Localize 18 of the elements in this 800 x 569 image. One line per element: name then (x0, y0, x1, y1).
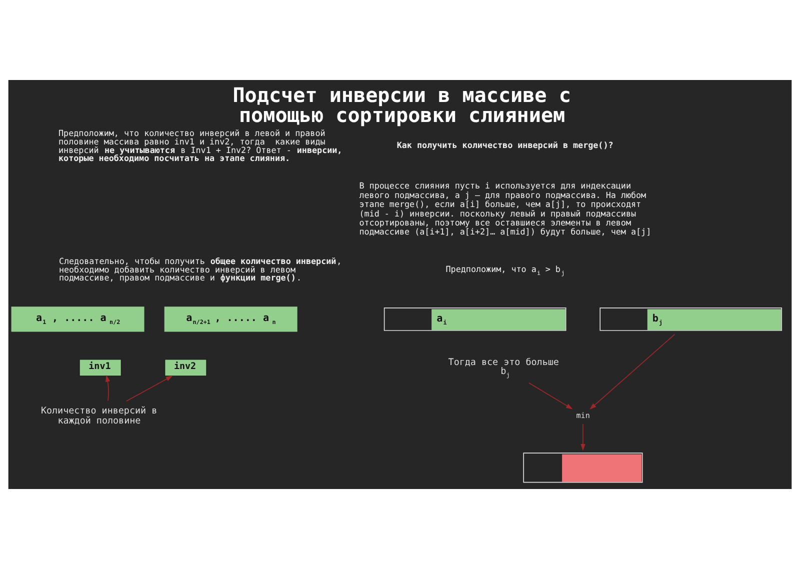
arrow (126, 376, 173, 402)
label: Предположим, что количество инверсий в левой и правой половине массива равно inv1 и inv2, тогда какие виды инверсий не учитываются в Inv1 + Inv2? Ответ - инверсии, которые необходимо посчитать на этапе слияния. (58, 128, 342, 164)
node-text: min (576, 411, 590, 420)
arrow (590, 334, 676, 410)
arrow (528, 382, 573, 410)
arrow (580, 424, 586, 451)
arrow (105, 375, 110, 402)
node-text: Количество инверсий в каждой половине (40, 406, 158, 427)
label: Предположим, что a$_{i}$ > b$_{j}$ (446, 264, 565, 277)
node-box: a$_{n/2+1}$ , ..... a$_{n}$ (164, 306, 298, 332)
node-text: Тогда все это больше b$_{j}$ (448, 357, 559, 380)
node-box: inv2 (164, 358, 207, 376)
node-box: inv1 (79, 358, 122, 376)
label: Как получить количество инверсий в merge()? (396, 140, 614, 150)
label: В процессе слияния пусть i используется для индексации левого подмассива, а j — для правого подмассива. На любом этапе merge(), если a[i] больше, чем a[j], то происходят (mid - i) инверсии. поскольку левый и правый подмассивы отсортированы, поэтому все оставшиеся элементы в левом подмассиве (a[i+1], a[i+2]… a[mid]) будут больше, чем a[j] (359, 180, 652, 237)
label: Следовательно, чтобы получить общее количество инверсий, необходимо добавить количество инверсий в левом подмассиве, правом подмассиве и функции merge(). (58, 256, 342, 283)
node-box: a$_{1}$ , ..... a$_{n/2}$ (11, 306, 144, 332)
diagram-title: Подсчет инверсии в массиве с помощью сортировки слиянием (232, 82, 571, 127)
